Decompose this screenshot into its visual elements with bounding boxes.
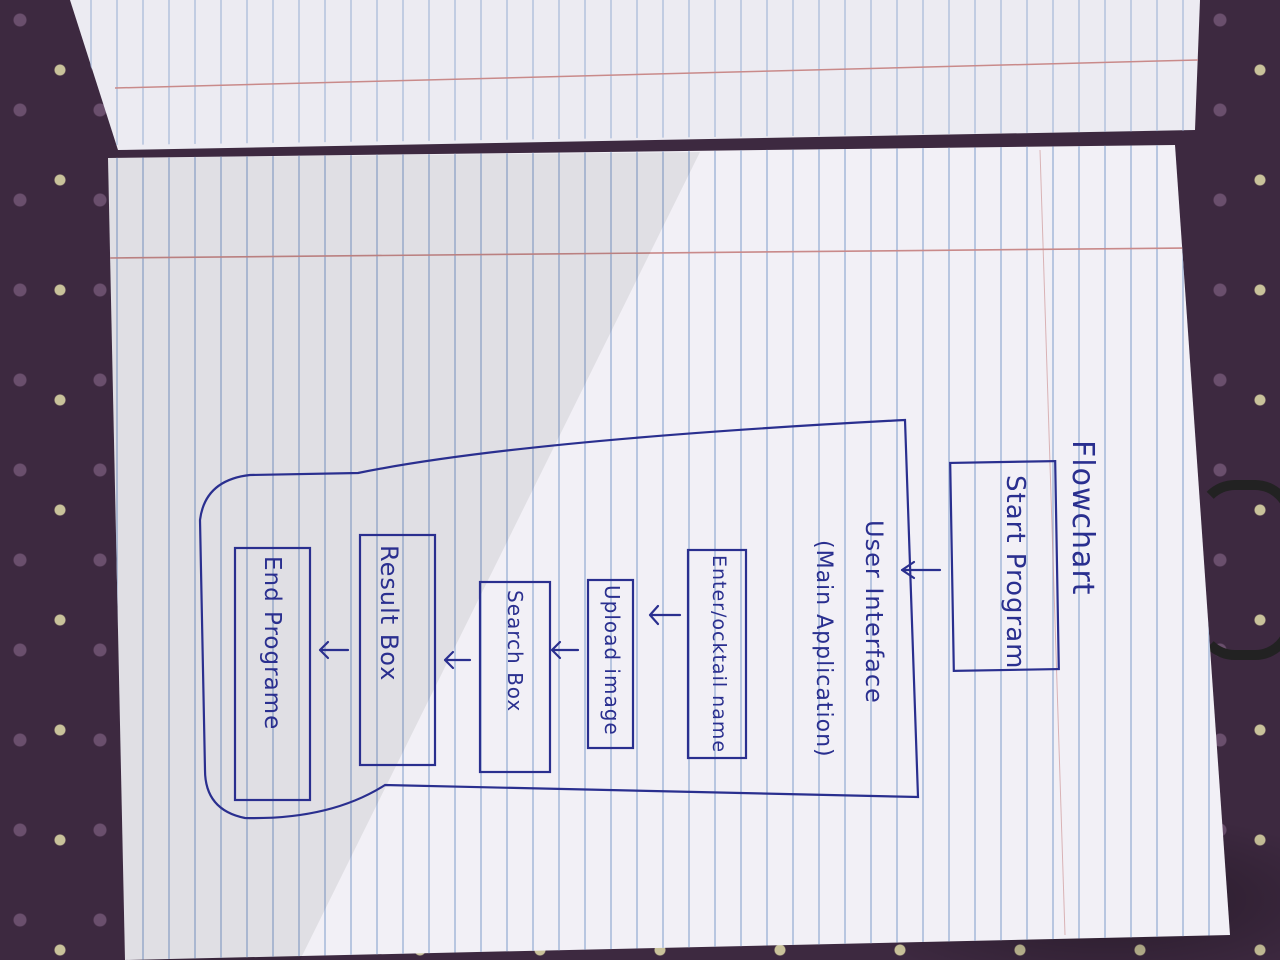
arrow-start-ui — [900, 560, 942, 580]
enter-box — [686, 548, 748, 760]
arrow-upload-search — [550, 640, 580, 660]
arrow-result-end — [318, 640, 350, 660]
flowchart-title: Flowchart — [1065, 440, 1100, 596]
end-box — [233, 546, 312, 802]
margin-line — [109, 247, 1191, 259]
margin-line-top — [114, 59, 1199, 89]
upload-box — [586, 578, 635, 750]
result-label: Result Box — [375, 545, 403, 682]
result-box — [358, 533, 437, 767]
arrow-enter-upload — [648, 604, 682, 626]
upload-label: Upload image — [600, 585, 624, 736]
search-label: Search Box — [503, 590, 527, 713]
arrow-search-result — [443, 650, 472, 670]
ui-label: User Interface — [860, 520, 888, 704]
ui-sublabel: (Main Application) — [811, 540, 836, 758]
search-box — [478, 580, 552, 774]
enter-label: Enter/ocktail name — [708, 555, 730, 754]
start-label: Start Program — [1000, 475, 1030, 670]
cable — [1195, 480, 1280, 660]
end-label: End Programe — [259, 556, 285, 731]
start-box — [949, 459, 1060, 673]
outer-frame — [198, 418, 920, 820]
